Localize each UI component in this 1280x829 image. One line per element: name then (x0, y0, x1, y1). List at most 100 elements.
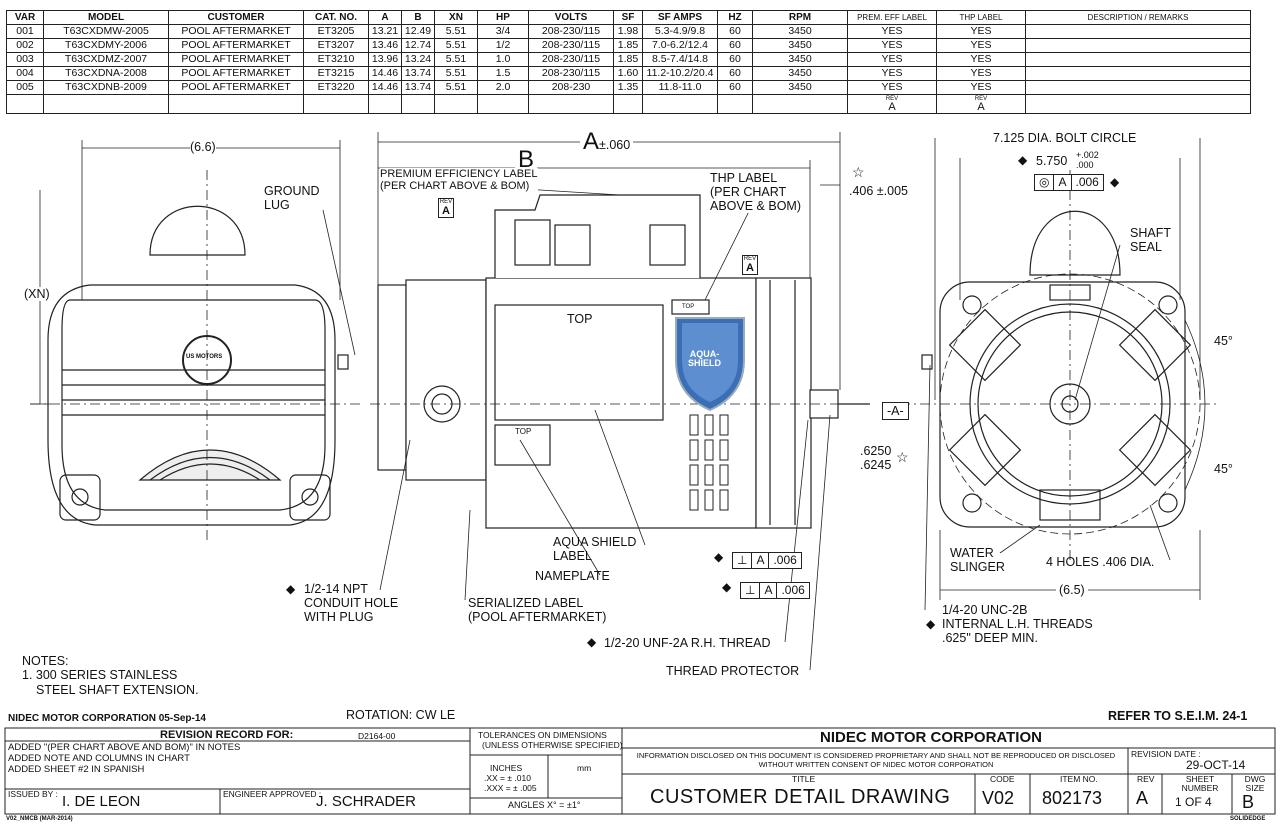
top-label: TOP (515, 427, 532, 436)
diamond-symbol: ◆ (722, 580, 732, 594)
perpendicularity-fcf-1: ⊥A.006 (732, 552, 802, 569)
thread-label: 1/2-20 UNF-2A R.H. THREAD (604, 636, 771, 650)
item-label: ITEM NO. (1060, 774, 1098, 784)
drawing-title: CUSTOMER DETAIL DRAWING (650, 786, 951, 808)
nameplate-label: NAMEPLATE (535, 569, 610, 583)
table-cell: 7.0-6.2/12.4 (642, 38, 718, 53)
table-cell: 208-230/115 (528, 66, 614, 81)
bolt-circle-dim: 7.125 DIA. BOLT CIRCLE (990, 131, 1140, 145)
table-cell: POOL AFTERMARKET (168, 38, 304, 53)
table-cell: 8.5-7.4/14.8 (642, 52, 718, 67)
table-cell: POOL AFTERMARKET (168, 24, 304, 39)
table-cell: T63CXDMY-2006 (43, 38, 169, 53)
aqua-shield-badge-text: AQUA- SHIELD (688, 349, 722, 368)
table-cell: ET3207 (303, 38, 369, 53)
table-cell: 208-230/115 (528, 52, 614, 67)
issued-by-label: ISSUED BY : (8, 789, 58, 799)
revision-lines: ADDED "(PER CHART ABOVE AND BOM)" IN NOT… (8, 742, 241, 775)
table-cell: 12.74 (401, 38, 435, 53)
datum-a: -A- (882, 402, 909, 420)
table-cell: 13.74 (401, 66, 435, 81)
internal-threads-label: 1/4-20 UNC-2B INTERNAL L.H. THREADS .625… (942, 603, 1093, 645)
dwg-size-label: DWG SIZE (1244, 774, 1266, 793)
tolerance-inches: INCHES (490, 763, 523, 773)
star-symbol: ☆ (896, 449, 909, 465)
tolerance-title: TOLERANCES ON DIMENSIONS (478, 730, 607, 740)
table-cell: 1.85 (613, 52, 643, 67)
tolerance-subtitle: (UNLESS OTHERWISE SPECIFIED) (482, 740, 623, 750)
notes-title: NOTES: (22, 654, 69, 668)
left-width-dim: (6.6) (190, 140, 216, 154)
shaft-seal-label: SHAFT SEAL (1130, 226, 1171, 254)
engineer: J. SCHRADER (316, 793, 417, 810)
tolerance-xxx: .XXX = ± .005 (484, 783, 537, 793)
star-symbol: ☆ (852, 164, 865, 180)
proprietary-notice: INFORMATION DISCLOSED ON THIS DOCUMENT I… (636, 751, 1116, 769)
title-block-frame (4, 727, 1276, 815)
table-cell: 12.49 (401, 24, 435, 39)
rev-tag-top: REV (885, 95, 899, 102)
shaft-diameter-min: .6245 (860, 458, 892, 472)
pilot-tolerance: +.002.000 (1076, 150, 1099, 170)
notes-line-1: 1. 300 SERIES STAINLESS (22, 668, 178, 682)
table-cell: ET3215 (303, 66, 369, 81)
table-cell: 5.51 (434, 52, 478, 67)
shaft-diameter-max: .6250 (860, 444, 892, 458)
ground-lug-label: GROUND LUG (264, 184, 320, 212)
pilot-dim: 5.750 (1036, 154, 1068, 168)
perpendicularity-fcf-2: ⊥A.006 (740, 582, 810, 599)
table-cell: 5.3-4.9/9.8 (642, 24, 718, 39)
rev-tag-letter: A (977, 100, 985, 113)
form-id: V02_NMCB (MAR-2014) (6, 816, 73, 822)
refer-note: REFER TO S.E.I.M. 24-1 (1108, 709, 1248, 723)
us-motors-logo: US MOTORS (186, 354, 223, 360)
leader-lines (379, 364, 1171, 671)
water-slinger-label: WATER SLINGER (950, 546, 1005, 574)
thread-protector-label: THREAD PROTECTOR (666, 664, 800, 678)
engineer-label: ENGINEER APPROVED : (223, 789, 322, 799)
revision-doc: D2164-00 (358, 731, 396, 741)
diamond-symbol: ◆ (926, 617, 936, 631)
table-cell: POOL AFTERMARKET (168, 66, 304, 81)
table-cell: ET3210 (303, 52, 369, 67)
table-cell: 1.35 (613, 80, 643, 95)
diamond-symbol: ◆ (714, 550, 724, 564)
item-number: 802173 (1042, 788, 1103, 808)
aqua-shield-badge (675, 317, 745, 412)
table-cell: 13.46 (368, 38, 402, 53)
conduit-hole-label: 1/2-14 NPT CONDUIT HOLE WITH PLUG (304, 582, 399, 624)
sheet-number: 1 OF 4 (1175, 795, 1212, 809)
shaft-extension-dim: .406 ±.005 (849, 184, 908, 198)
dwg-size: B (1242, 792, 1255, 812)
table-cell: 3450 (752, 66, 848, 81)
rotation: ROTATION: CW LE (346, 708, 456, 722)
rev-tag-top: REV (974, 95, 988, 102)
premium-efficiency-label-note: PREMIUM EFFICIENCY LABEL (PER CHART ABOV… (380, 168, 538, 192)
revision-date-label: REVISION DATE : (1131, 749, 1201, 759)
solidedge-tag: SOLIDEDGE (1230, 816, 1266, 822)
concentricity-fcf: ◎A.006 (1034, 174, 1104, 191)
left-end-view (30, 140, 360, 540)
top-label: TOP (567, 312, 593, 326)
holes-label: 4 HOLES .406 DIA. (1046, 555, 1155, 569)
table-cell: 11.8-11.0 (642, 80, 718, 95)
corp-date: NIDEC MOTOR CORPORATION 05-Sep-14 (8, 713, 206, 724)
tolerance-angles: ANGLES X° = ±1° (508, 800, 581, 810)
revision-date: 29-OCT-14 (1186, 758, 1246, 772)
issued-by: I. DE LEON (62, 793, 141, 810)
notes-line-2: STEEL SHAFT EXTENSION. (36, 683, 199, 697)
table-cell: POOL AFTERMARKET (168, 80, 304, 95)
tolerance-xx: .XX = ± .010 (484, 773, 531, 783)
thp-label-note: THP LABEL (PER CHART ABOVE & BOM) (710, 171, 801, 213)
dim-b: B (515, 146, 538, 174)
angle-45-lower: 45° (1214, 462, 1233, 476)
aqua-shield-label-note: AQUA SHIELD LABEL (553, 535, 637, 563)
table-cell: 208-230/115 (528, 24, 614, 39)
table-cell: 1.85 (613, 38, 643, 53)
